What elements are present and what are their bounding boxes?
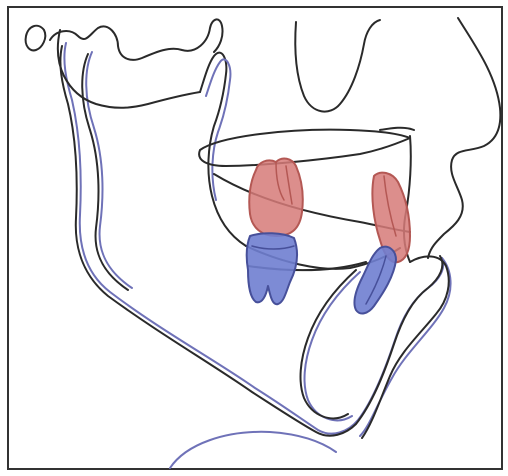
- lower-incisor-root-initial: [301, 270, 356, 418]
- hyoid-curve-superimposed: [170, 432, 336, 468]
- soft-tissue-profile: [428, 18, 500, 258]
- coronoid-process-contour: [200, 53, 246, 246]
- lower-teeth-group: [247, 233, 396, 313]
- lower-incisor: [354, 247, 396, 314]
- nasal-floor-contour: [380, 128, 414, 130]
- palatal-plane-loop: [199, 130, 410, 166]
- ramus-posterior-initial: [82, 54, 128, 290]
- cranial-base-contour: [50, 19, 223, 59]
- pterygoid-contour: [58, 30, 200, 108]
- lower-molar: [247, 233, 297, 304]
- ear-loop: [26, 26, 46, 51]
- orbit-contour: [295, 20, 380, 112]
- ramus-posterior-superimposed: [86, 52, 132, 288]
